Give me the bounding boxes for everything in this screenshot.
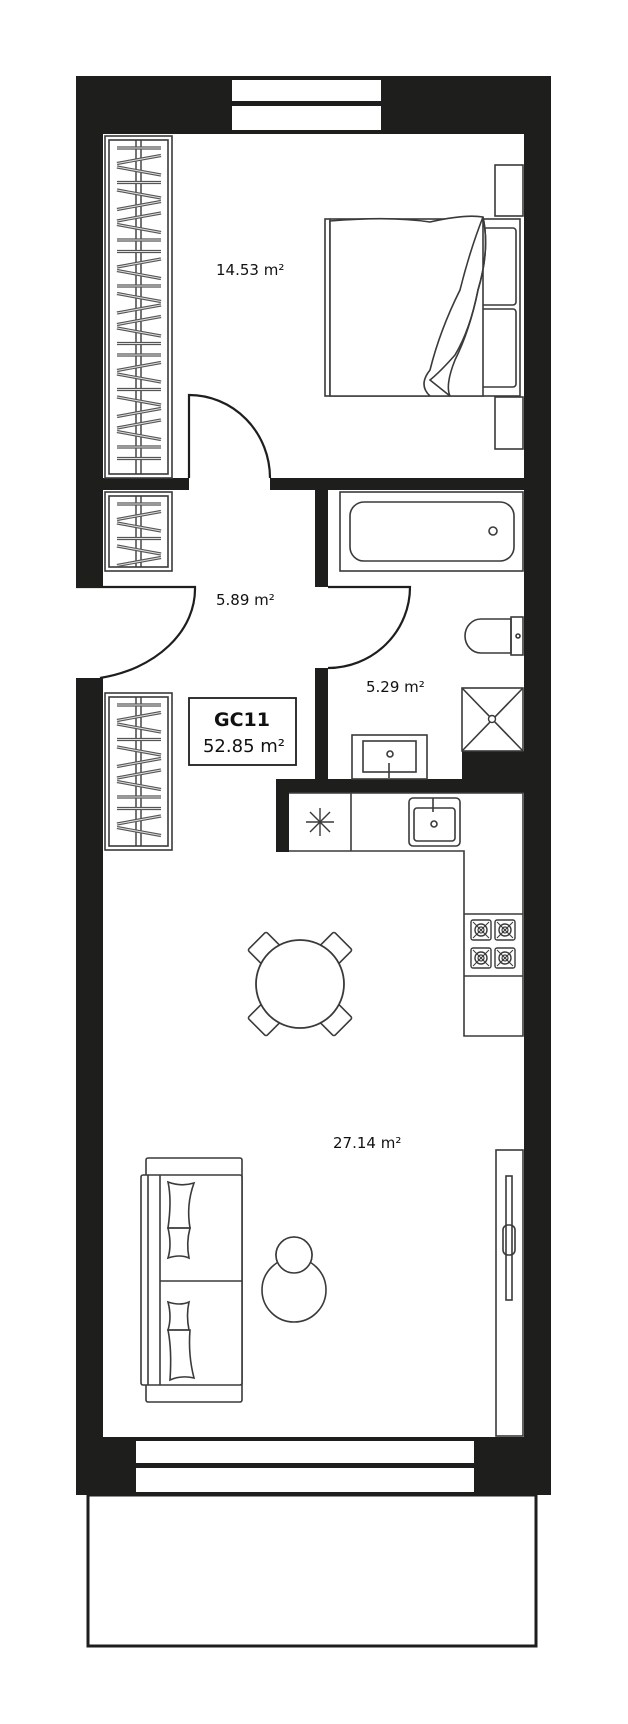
nightstand [494, 396, 524, 450]
toilet [464, 616, 524, 656]
room-area-hallway: 5.89 m² [216, 591, 275, 609]
fridge-icon [306, 808, 334, 836]
window-bottom [136, 1441, 474, 1492]
bedroom-door[interactable] [187, 393, 272, 479]
bathtub [339, 491, 524, 572]
dining-set [247, 931, 353, 1037]
burner-icon [494, 947, 516, 969]
room-area-bedroom: 14.53 m² [216, 261, 284, 279]
burner-icon [494, 919, 516, 941]
wardrobe-hall-upper [104, 491, 173, 572]
wardrobe-living [495, 1149, 524, 1437]
burner-icon [470, 919, 492, 941]
interior-walls [103, 478, 524, 852]
balcony [86, 1493, 538, 1648]
sofa [140, 1157, 243, 1403]
washbasin [351, 734, 428, 780]
wardrobe-hall-lower [104, 692, 173, 851]
unit-code: GC11 [214, 709, 270, 731]
burner-icon [470, 947, 492, 969]
kitchen-counter [289, 792, 524, 1037]
room-area-bathroom: 5.29 m² [366, 678, 425, 696]
entrance-door[interactable] [76, 585, 197, 680]
kitchen-sink [408, 797, 461, 847]
hob [470, 919, 516, 969]
bathroom-door[interactable] [327, 585, 412, 670]
nightstand [494, 164, 524, 217]
coffee-table [261, 1236, 327, 1323]
window-top [232, 80, 381, 130]
dining-table [255, 939, 345, 1029]
unit-total-area: 52.85 m² [203, 736, 285, 757]
shower-tray [461, 687, 524, 752]
room-area-living: 27.14 m² [333, 1134, 401, 1152]
unit-label-box: GC11 52.85 m² [188, 697, 297, 766]
bed [324, 215, 521, 397]
wardrobe-bedroom [104, 135, 173, 479]
